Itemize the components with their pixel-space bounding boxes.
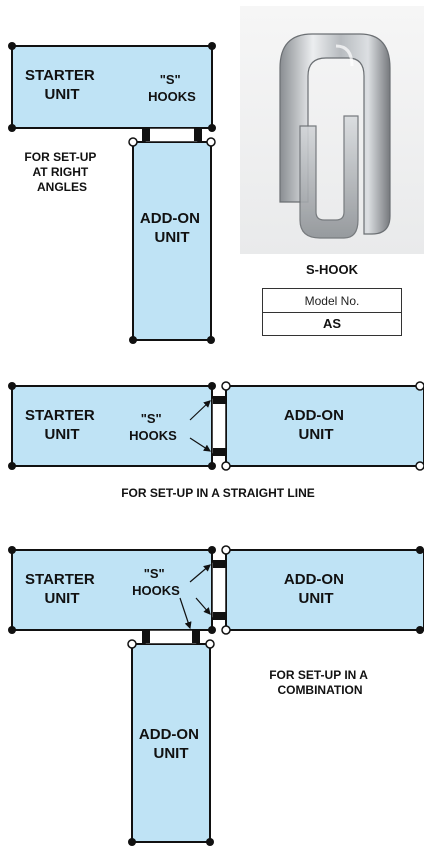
s-hooks-label: "S" HOOKS	[132, 566, 180, 598]
product-name: S-HOOK	[306, 262, 358, 277]
straight-line-setup: STARTER UNIT "S" HOOKS ADD-ON UNIT FOR S…	[8, 381, 424, 500]
corner-post	[206, 838, 214, 846]
hook-connector	[211, 397, 227, 455]
corner-post	[129, 336, 137, 344]
corner-post	[208, 124, 216, 132]
addon-unit-label: ADD-ON UNIT	[284, 407, 348, 443]
corner-post-open	[127, 639, 137, 649]
corner-post	[8, 382, 16, 390]
s-hook-photo-icon	[279, 33, 391, 239]
right-angle-setup: STARTER UNIT "S" HOOKS ADD-ON UNIT FOR S…	[8, 42, 216, 344]
hook-arrow	[189, 437, 212, 452]
starter-unit-label: STARTER UNIT	[25, 571, 99, 607]
hook-arrow	[179, 597, 192, 630]
model-number-header: Model No.	[263, 289, 401, 313]
starter-unit-box	[11, 385, 213, 467]
corner-post	[208, 546, 216, 554]
s-hook-photo	[240, 6, 424, 254]
addon-unit-label: ADD-ON UNIT	[139, 726, 203, 762]
corner-post	[208, 462, 216, 470]
corner-post-open	[221, 625, 231, 635]
hook-arrow	[195, 597, 211, 615]
combination-caption: FOR SET-UP IN A COMBINATION	[269, 668, 371, 697]
starter-unit-box	[11, 549, 213, 631]
s-hooks-label: "S" HOOKS	[148, 72, 196, 104]
hook-connector	[144, 629, 198, 645]
corner-post-open	[128, 137, 138, 147]
corner-post	[8, 42, 16, 50]
corner-post	[8, 626, 16, 634]
s-hook-marker	[142, 630, 150, 643]
starter-unit-label: STARTER UNIT	[25, 67, 99, 103]
model-number-table: Model No. AS	[262, 288, 402, 336]
starter-unit-box	[11, 45, 213, 129]
starter-unit-label: STARTER UNIT	[25, 407, 99, 443]
s-hook-marker	[142, 128, 150, 141]
corner-post-open	[415, 461, 424, 471]
corner-post-open	[205, 639, 215, 649]
corner-post-open	[206, 137, 216, 147]
corner-post	[207, 336, 215, 344]
addon-unit-box	[225, 385, 424, 467]
corner-post	[8, 462, 16, 470]
addon-unit-label: ADD-ON UNIT	[284, 571, 348, 607]
corner-post-open	[221, 381, 231, 391]
hook-arrow	[189, 564, 211, 583]
corner-post-open	[221, 461, 231, 471]
corner-post	[416, 626, 424, 634]
model-number-value: AS	[322, 316, 342, 331]
corner-post-open	[415, 381, 424, 391]
corner-post-open	[221, 545, 231, 555]
addon-unit-box	[132, 141, 212, 341]
corner-post	[208, 626, 216, 634]
hook-connector	[211, 561, 227, 619]
straight-line-caption: FOR SET-UP IN A STRAIGHT LINE	[121, 486, 315, 500]
s-hook-marker	[192, 630, 200, 643]
corner-post	[416, 546, 424, 554]
s-hook-marker	[194, 128, 202, 141]
hook-arrow	[189, 400, 211, 421]
corner-post	[8, 124, 16, 132]
addon-unit-label: ADD-ON UNIT	[140, 210, 204, 246]
combination-setup: STARTER UNIT "S" HOOKS ADD-ON UNIT ADD-O…	[8, 545, 424, 846]
corner-post	[208, 382, 216, 390]
hook-connector	[144, 127, 199, 143]
s-hook-marker	[213, 560, 226, 568]
s-hook-marker	[213, 396, 226, 404]
addon-unit-box	[225, 549, 424, 631]
s-hook-marker	[213, 448, 226, 456]
s-hooks-label: "S" HOOKS	[129, 411, 177, 443]
corner-post	[208, 42, 216, 50]
s-hook-marker	[213, 612, 226, 620]
corner-post	[128, 838, 136, 846]
corner-post	[8, 546, 16, 554]
addon-unit-box	[131, 643, 211, 843]
right-angles-caption: FOR SET-UP AT RIGHT ANGLES	[24, 150, 99, 194]
